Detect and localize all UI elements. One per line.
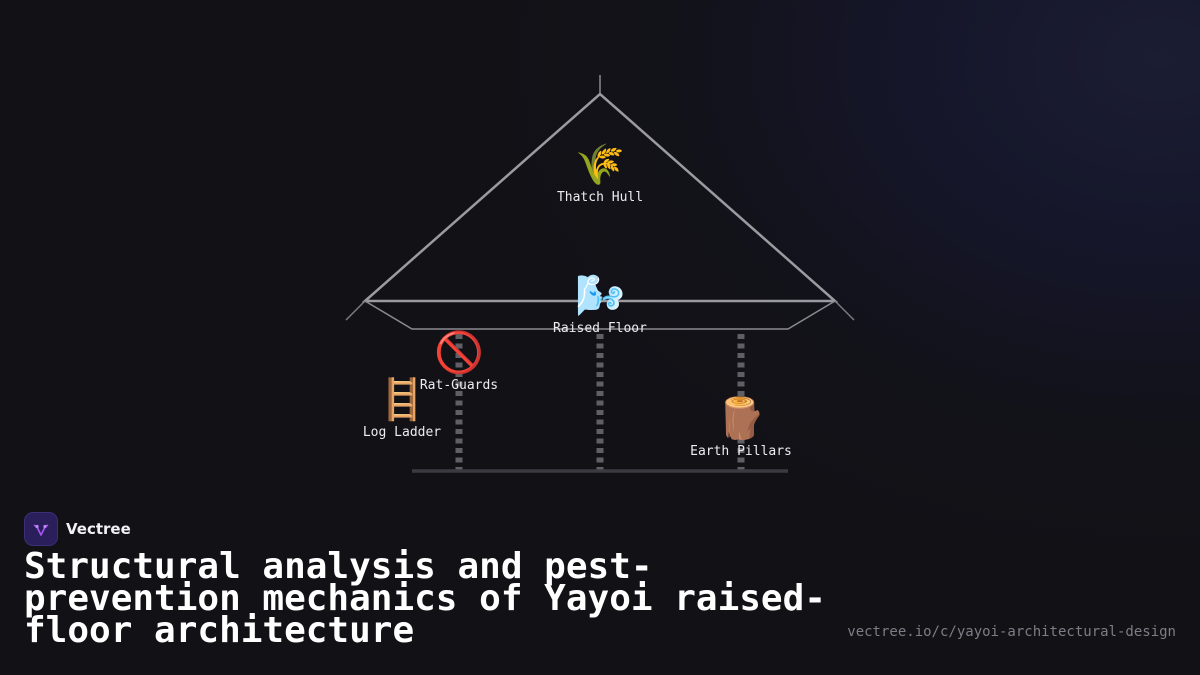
source-url: vectree.io/c/yayoi-architectural-design [847,624,1176,640]
storehouse-body-outline [364,300,836,330]
sheaf-of-rice-icon: 🌾 [575,142,625,188]
node-thatch-hull: 🌾 Thatch Hull [520,142,680,205]
wood-log-icon: 🪵 [716,396,766,442]
node-label-log-ladder: Log Ladder [362,425,442,440]
node-label-raised-floor: Raised Floor [553,321,647,336]
node-raised-floor: 🌬️ Raised Floor [520,273,680,336]
eave-left [345,300,366,321]
eave-right [834,300,855,321]
brand-name: Vectree [66,520,131,538]
vectree-logo-icon [24,512,58,546]
node-rat-guards: 🚫 Rat-Guards [379,330,539,393]
prohibited-icon: 🚫 [434,330,484,376]
ladder-icon: 🪜 [377,377,427,423]
node-earth-pillars: 🪵 Earth Pillars [661,396,821,459]
wind-face-icon: 🌬️ [575,273,625,319]
node-label-earth-pillars: Earth Pillars [690,444,792,459]
node-log-ladder: 🪜 Log Ladder [322,377,482,440]
node-label-rat-guards: Rat-Guards [419,378,499,393]
page-title: Structural analysis and pest-prevention … [24,546,826,651]
brand: Vectree [24,512,131,546]
thatch-roof-outline [361,92,839,303]
node-label-thatch-hull: Thatch Hull [556,190,644,205]
